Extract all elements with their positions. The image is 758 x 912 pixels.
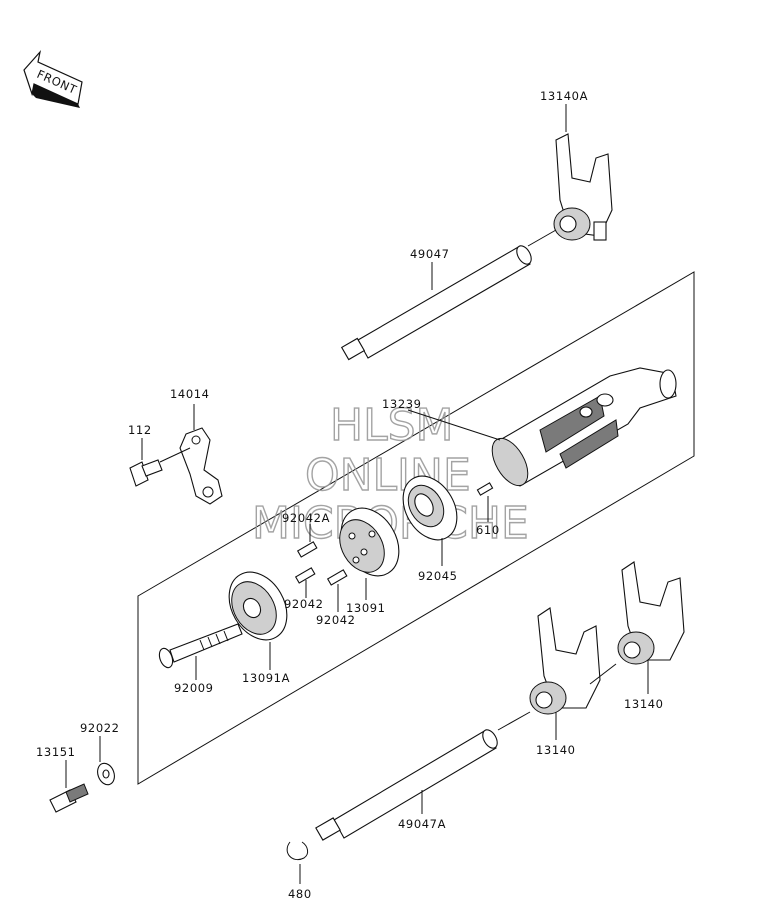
part-label-112[interactable]: 112 bbox=[128, 423, 152, 437]
part-label-14014[interactable]: 14014 bbox=[170, 387, 210, 401]
guide-112 bbox=[159, 447, 191, 463]
part-label-92042-a[interactable]: 92042 bbox=[284, 597, 324, 611]
leader-13239 bbox=[407, 409, 501, 441]
washer-92022 bbox=[97, 762, 115, 786]
circlip-480 bbox=[286, 841, 309, 860]
shift-rod-49047A bbox=[315, 729, 498, 841]
shift-fork-13140-middle bbox=[529, 607, 601, 715]
part-label-49047A[interactable]: 49047A bbox=[398, 817, 446, 831]
part-label-92042-b[interactable]: 92042 bbox=[316, 613, 356, 627]
part-label-13140-right[interactable]: 13140 bbox=[624, 697, 664, 711]
pin-610 bbox=[476, 482, 494, 496]
part-label-92022[interactable]: 92022 bbox=[80, 721, 120, 735]
bolt-92009 bbox=[158, 623, 243, 669]
cam-plate-13091A bbox=[228, 571, 288, 641]
part-label-13151[interactable]: 13151 bbox=[36, 745, 76, 759]
switch-13151 bbox=[49, 783, 89, 813]
shift-drum-13239 bbox=[491, 367, 677, 487]
pin-92042A bbox=[296, 541, 318, 558]
part-label-92045[interactable]: 92045 bbox=[418, 569, 458, 583]
part-label-13091A[interactable]: 13091A bbox=[242, 671, 290, 685]
shift-drum-cam-13091 bbox=[339, 507, 400, 577]
shift-rod-49047 bbox=[340, 245, 532, 361]
lever-14014 bbox=[179, 427, 223, 505]
front-arrow-icon: FRONT bbox=[23, 49, 83, 108]
guide-lower-fork bbox=[589, 663, 617, 685]
guide-49047A bbox=[497, 711, 531, 731]
part-label-610[interactable]: 610 bbox=[476, 523, 500, 537]
part-label-92009[interactable]: 92009 bbox=[174, 681, 214, 695]
shift-fork-13140A bbox=[553, 133, 613, 241]
part-label-13140-middle[interactable]: 13140 bbox=[536, 743, 576, 757]
part-label-480[interactable]: 480 bbox=[288, 887, 312, 901]
part-label-13140A[interactable]: 13140A bbox=[540, 89, 588, 103]
guide-49047 bbox=[527, 229, 557, 247]
watermark-line-1: HLSM bbox=[330, 400, 454, 451]
part-label-49047[interactable]: 49047 bbox=[410, 247, 450, 261]
pin-92042-b bbox=[326, 569, 348, 586]
shift-fork-13140-right bbox=[617, 561, 685, 665]
pin-92042-a bbox=[294, 567, 316, 584]
part-label-92042A[interactable]: 92042A bbox=[282, 511, 330, 525]
assembly-frame bbox=[137, 271, 695, 785]
part-label-13239[interactable]: 13239 bbox=[382, 397, 422, 411]
bolt-112 bbox=[129, 459, 163, 487]
bearing-92045 bbox=[402, 475, 458, 541]
part-label-13091[interactable]: 13091 bbox=[346, 601, 386, 615]
